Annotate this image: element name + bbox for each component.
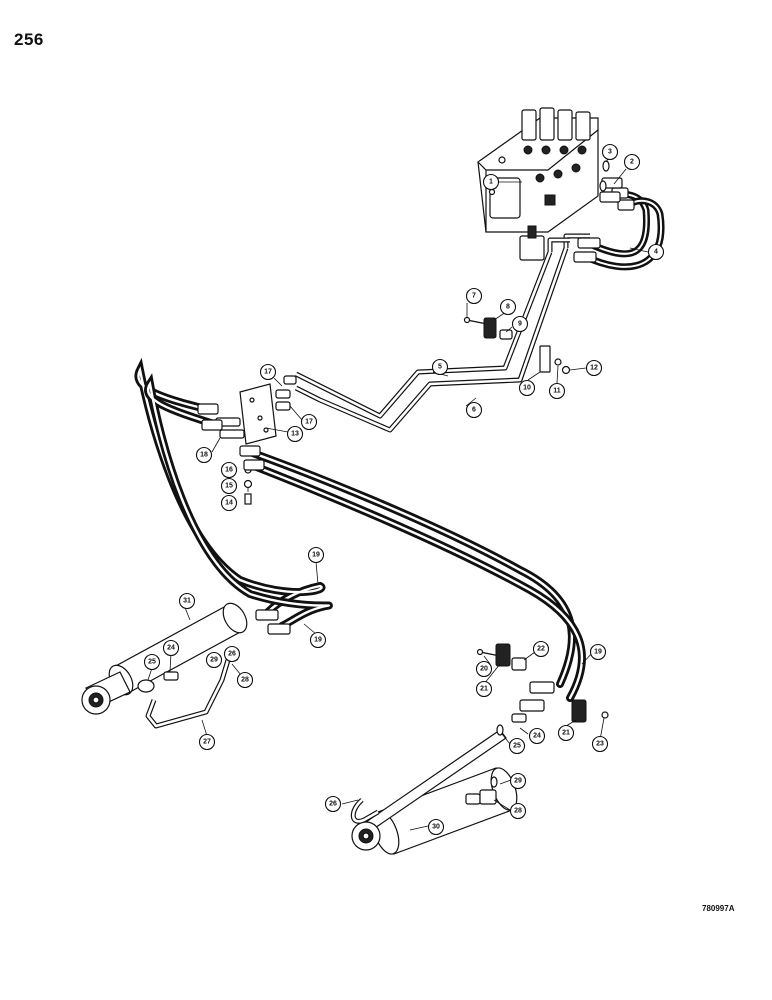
callout-15: 15	[220, 477, 238, 495]
right-cylinder	[350, 713, 527, 855]
page-number: 256	[14, 30, 44, 49]
svg-text:10: 10	[523, 385, 531, 392]
hoses-to-right-cylinder	[239, 445, 586, 712]
svg-text:31: 31	[183, 598, 191, 605]
svg-text:19: 19	[594, 649, 602, 656]
svg-text:25: 25	[513, 743, 521, 750]
callout-7: 7	[465, 287, 483, 305]
svg-text:6: 6	[472, 407, 476, 414]
svg-text:28: 28	[241, 677, 249, 684]
svg-text:14: 14	[225, 500, 233, 507]
svg-text:27: 27	[203, 739, 211, 746]
mounting-bracket	[215, 375, 297, 445]
svg-text:2: 2	[630, 159, 634, 166]
callout-23: 23	[591, 735, 609, 753]
callout-31: 31	[178, 592, 196, 610]
svg-text:19: 19	[312, 552, 320, 559]
callout-21-left: 21	[475, 680, 493, 698]
callout-8: 8	[499, 298, 517, 316]
svg-text:25: 25	[148, 659, 156, 666]
svg-text:17: 17	[264, 369, 272, 376]
svg-text:18: 18	[200, 452, 208, 459]
valve-spools	[488, 107, 591, 206]
callout-10: 10	[518, 379, 536, 397]
callout-19-mid: 19	[309, 631, 327, 649]
callout-12: 12	[585, 359, 603, 377]
svg-text:21: 21	[480, 686, 488, 693]
clip-hardware-20-22	[476, 643, 609, 723]
callout-13: 13	[286, 425, 304, 443]
svg-text:11: 11	[553, 388, 561, 395]
hose-4	[573, 187, 665, 271]
control-valve	[477, 107, 599, 261]
callout-25-left: 25	[143, 653, 161, 671]
callout-16: 16	[220, 461, 238, 479]
svg-text:8: 8	[506, 304, 510, 311]
steel-tubes	[294, 233, 590, 433]
callout-27: 27	[198, 733, 216, 751]
fittings-2-3	[599, 160, 623, 203]
callout-18: 18	[195, 446, 213, 464]
callout-9: 9	[511, 315, 529, 333]
callout-28-right: 28	[509, 802, 527, 820]
svg-text:23: 23	[596, 741, 604, 748]
callout-5: 5	[431, 358, 449, 376]
callout-24-right: 24	[528, 727, 546, 745]
svg-text:9: 9	[518, 321, 522, 328]
svg-text:24: 24	[167, 645, 175, 652]
svg-text:12: 12	[590, 365, 598, 372]
callout-14: 14	[220, 494, 238, 512]
callout-22: 22	[532, 640, 550, 658]
callout-11: 11	[548, 382, 566, 400]
clip-hardware-10-12	[539, 345, 571, 375]
drawing-code: 780997A	[702, 904, 735, 913]
callout-6: 6	[465, 401, 483, 419]
callout-20: 20	[475, 660, 493, 678]
svg-text:19: 19	[314, 637, 322, 644]
callout-26-right: 26	[324, 795, 342, 813]
callout-4: 4	[647, 243, 665, 261]
svg-text:21: 21	[562, 730, 570, 737]
callout-17-upper: 17	[259, 363, 277, 381]
svg-text:29: 29	[210, 657, 218, 664]
svg-text:26: 26	[329, 801, 337, 808]
callout-25-right: 25	[508, 737, 526, 755]
svg-text:24: 24	[533, 733, 541, 740]
hoses-to-left-cylinder	[134, 357, 333, 635]
callout-2: 2	[623, 153, 641, 171]
svg-text:17: 17	[305, 419, 313, 426]
svg-text:20: 20	[480, 666, 488, 673]
svg-text:15: 15	[225, 483, 233, 490]
svg-text:16: 16	[225, 467, 233, 474]
svg-text:7: 7	[472, 293, 476, 300]
svg-text:4: 4	[654, 249, 658, 256]
callout-29-right: 29	[509, 772, 527, 790]
callout-26-left: 26	[223, 645, 241, 663]
callout-19-top: 19	[307, 546, 325, 564]
callout-24-left: 24	[162, 639, 180, 657]
callout-30: 30	[427, 818, 445, 836]
svg-text:13: 13	[291, 431, 299, 438]
callout-19-right: 19	[589, 643, 607, 661]
callout-28-left: 28	[236, 671, 254, 689]
svg-text:26: 26	[228, 651, 236, 658]
svg-text:1: 1	[489, 179, 493, 186]
callout-1: 1	[482, 173, 500, 191]
callout-17-lower: 17	[300, 413, 318, 431]
svg-text:30: 30	[432, 824, 440, 831]
svg-text:29: 29	[514, 778, 522, 785]
left-cylinder	[81, 602, 248, 729]
clip-hardware-7-9	[463, 316, 513, 340]
callout-29-left: 29	[205, 651, 223, 669]
svg-text:3: 3	[608, 149, 612, 156]
hardware-14-16	[243, 466, 253, 505]
svg-text:28: 28	[514, 808, 522, 815]
svg-text:5: 5	[438, 364, 442, 371]
callout-21-right: 21	[557, 724, 575, 742]
callout-3: 3	[601, 143, 619, 161]
svg-text:22: 22	[537, 646, 545, 653]
